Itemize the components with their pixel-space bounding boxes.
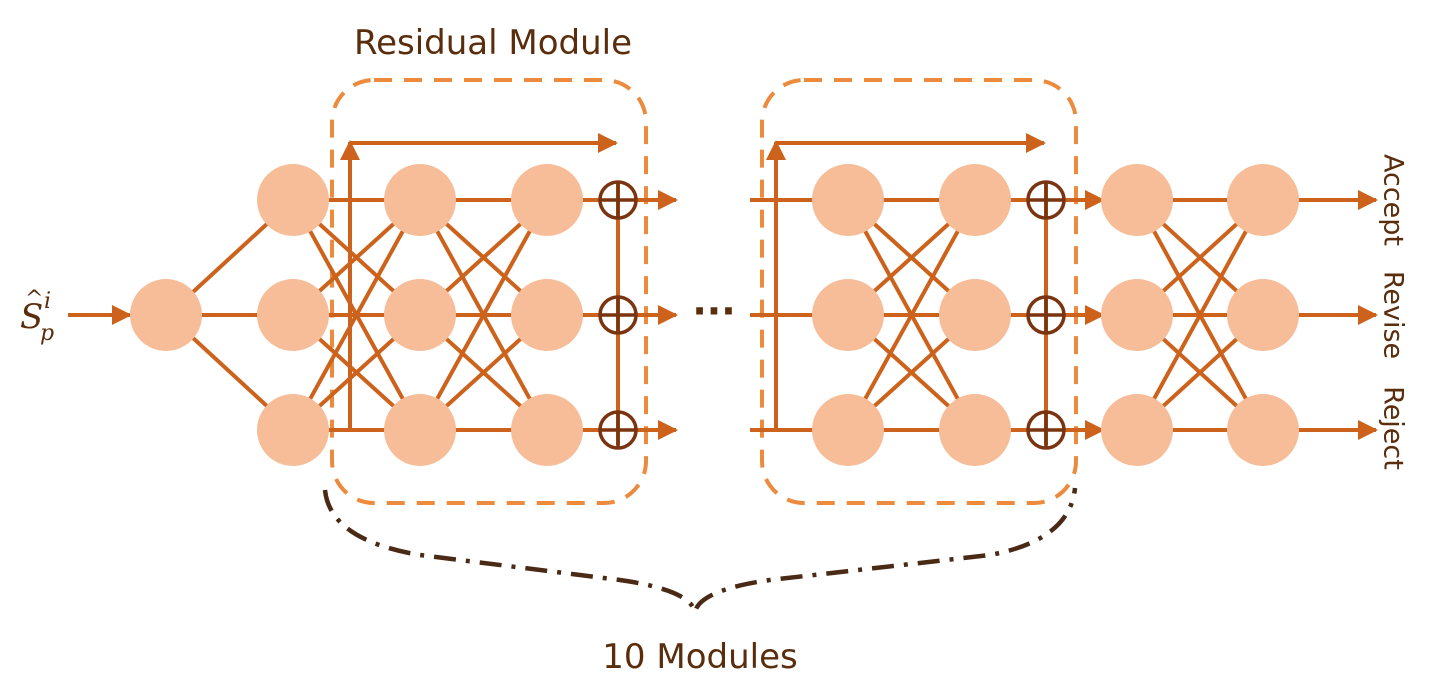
module2-node bbox=[939, 394, 1011, 466]
output-layer-node bbox=[1101, 394, 1173, 466]
sum-icon bbox=[598, 180, 638, 220]
output-label-accept: Accept bbox=[1378, 154, 1409, 246]
module2-node bbox=[812, 164, 884, 236]
modules-brace bbox=[322, 487, 1078, 613]
input-label-base: S bbox=[20, 297, 43, 337]
residual-module-box-1 bbox=[330, 78, 648, 505]
flow-arrows bbox=[68, 133, 1378, 440]
output-layer-node bbox=[1227, 394, 1299, 466]
module2-node bbox=[812, 394, 884, 466]
output-layer-node bbox=[1101, 164, 1173, 236]
input-label-sup: i bbox=[44, 289, 51, 314]
output-layer-node bbox=[1227, 279, 1299, 351]
modules-count-label: 10 Modules bbox=[602, 637, 797, 677]
hidden-node bbox=[257, 394, 329, 466]
sum-nodes bbox=[598, 180, 1066, 450]
hidden-node bbox=[257, 279, 329, 351]
input-label: S ^ i p bbox=[20, 287, 54, 346]
module1-node bbox=[384, 279, 456, 351]
module1-node bbox=[511, 279, 583, 351]
residual-module-title: Residual Module bbox=[354, 23, 632, 63]
output-layer-node bbox=[1101, 279, 1173, 351]
module1-node bbox=[384, 164, 456, 236]
hidden-node bbox=[257, 164, 329, 236]
output-label-revise: Revise bbox=[1378, 271, 1409, 359]
ellipsis: ··· bbox=[692, 289, 735, 333]
output-layer-node bbox=[1227, 164, 1299, 236]
module2-node bbox=[812, 279, 884, 351]
sum-icon bbox=[598, 295, 638, 335]
sum-icon bbox=[1026, 295, 1066, 335]
sum-icon bbox=[1026, 410, 1066, 450]
module2-node bbox=[939, 164, 1011, 236]
sum-icon bbox=[598, 410, 638, 450]
input-label-sub: p bbox=[40, 321, 54, 346]
sum-icon bbox=[1026, 180, 1066, 220]
module2-node bbox=[939, 279, 1011, 351]
residual-module-box-2 bbox=[760, 78, 1078, 505]
input-label-hat: ^ bbox=[25, 287, 43, 312]
neuron-nodes bbox=[130, 164, 1299, 466]
input-node bbox=[130, 279, 202, 351]
module1-node bbox=[511, 394, 583, 466]
output-label-reject: Reject bbox=[1378, 386, 1409, 470]
module1-node bbox=[384, 394, 456, 466]
module1-node bbox=[511, 164, 583, 236]
